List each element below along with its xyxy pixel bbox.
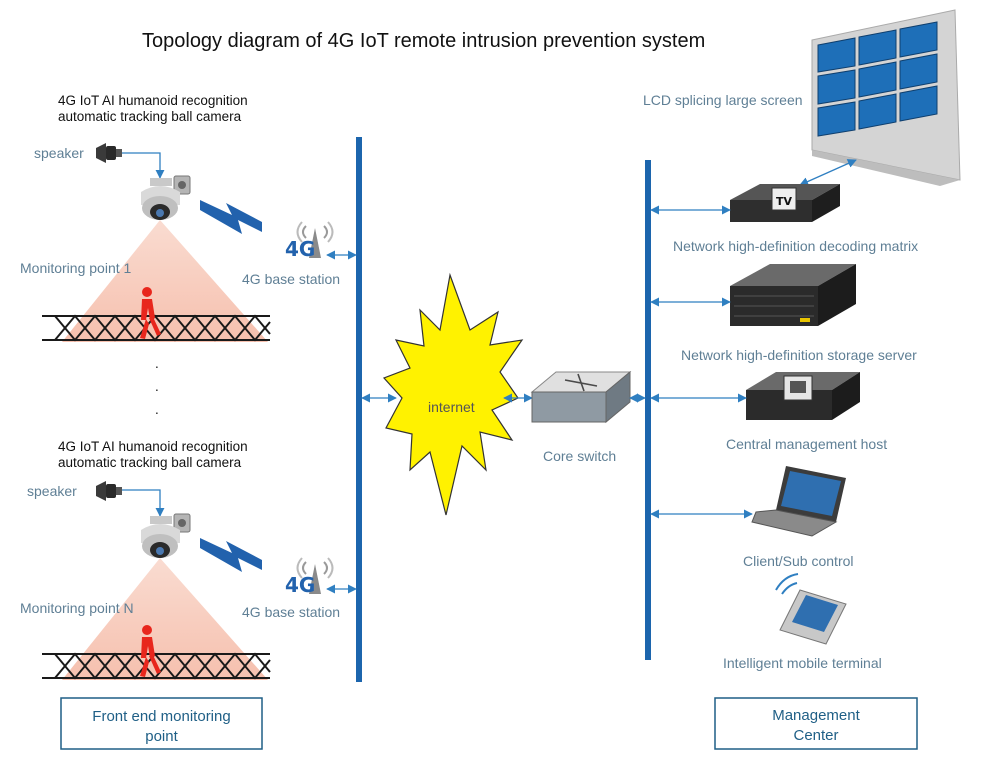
tv-badge: TV bbox=[776, 195, 793, 208]
dome-camera-icon bbox=[141, 513, 191, 558]
speaker-icon bbox=[96, 143, 122, 163]
core-switch-icon bbox=[530, 370, 632, 424]
camera-coverage-cone bbox=[62, 558, 268, 680]
camera-label-1-line1: 4G IoT AI humanoid recognition bbox=[58, 93, 248, 108]
ellipsis-dot-2: . bbox=[155, 379, 159, 394]
speaker-icon bbox=[96, 481, 122, 501]
camera-label-n-line1: 4G IoT AI humanoid recognition bbox=[58, 439, 248, 454]
front-end-box-line2: point bbox=[145, 728, 178, 745]
camera-label-n-line2: automatic tracking ball camera bbox=[58, 455, 242, 470]
laptop-icon bbox=[751, 466, 846, 537]
internet-label: internet bbox=[428, 399, 475, 415]
mobile-terminal-label: Intelligent mobile terminal bbox=[723, 655, 882, 671]
speaker-label-n: speaker bbox=[27, 483, 77, 499]
left-bus bbox=[356, 137, 362, 682]
core-switch-label: Core switch bbox=[543, 448, 616, 464]
fence-icon bbox=[42, 314, 271, 342]
wireless-signal-icon bbox=[200, 200, 262, 234]
base-station-label-1: 4G base station bbox=[242, 271, 340, 287]
fence-icon bbox=[42, 652, 271, 680]
intruder-person-icon bbox=[140, 625, 161, 677]
base-station-icon: 4G bbox=[285, 221, 334, 261]
lcd-splicing-screen-icon bbox=[811, 9, 961, 186]
intruder-person-icon bbox=[140, 287, 161, 339]
ellipsis-dot-3: . bbox=[155, 402, 159, 417]
front-end-group-n: 4G IoT AI humanoid recognition automatic… bbox=[20, 439, 357, 680]
management-box-line1: Management bbox=[772, 707, 860, 724]
diagram-title: Topology diagram of 4G IoT remote intrus… bbox=[142, 30, 705, 52]
storage-server-icon bbox=[730, 264, 856, 326]
speaker-label-1: speaker bbox=[34, 145, 84, 161]
right-bus bbox=[645, 160, 651, 660]
wireless-signal-icon bbox=[200, 538, 262, 572]
ellipsis: . . . bbox=[155, 356, 159, 417]
management-box-line2: Center bbox=[793, 727, 838, 744]
management-host-icon bbox=[746, 372, 860, 420]
front-end-box-line1: Front end monitoring bbox=[92, 708, 230, 725]
mobile-phone-icon bbox=[775, 573, 847, 645]
base-station-label-n: 4G base station bbox=[242, 604, 340, 620]
decoding-matrix-icon: TV bbox=[730, 184, 840, 222]
internet-cloud-burst bbox=[382, 272, 524, 516]
camera-label-1-line2: automatic tracking ball camera bbox=[58, 109, 242, 124]
monitoring-point-label-1: Monitoring point 1 bbox=[20, 260, 132, 276]
lcd-screen-label: LCD splicing large screen bbox=[643, 92, 803, 108]
management-box: Management Center bbox=[714, 697, 918, 750]
front-end-box: Front end monitoring point bbox=[60, 697, 263, 750]
ellipsis-dot-1: . bbox=[155, 356, 159, 371]
4g-badge: 4G bbox=[285, 573, 315, 597]
camera-coverage-cone bbox=[62, 220, 268, 342]
decoding-matrix-label: Network high-definition decoding matrix bbox=[673, 238, 918, 254]
front-end-group-1: 4G IoT AI humanoid recognition automatic… bbox=[20, 93, 357, 342]
4g-badge: 4G bbox=[285, 237, 315, 261]
client-label: Client/Sub control bbox=[743, 553, 854, 569]
management-host-label: Central management host bbox=[726, 436, 887, 452]
monitoring-point-label-n: Monitoring point N bbox=[20, 600, 134, 616]
dome-camera-icon bbox=[141, 175, 191, 220]
base-station-icon: 4G bbox=[285, 557, 334, 597]
storage-server-label: Network high-definition storage server bbox=[681, 347, 917, 363]
